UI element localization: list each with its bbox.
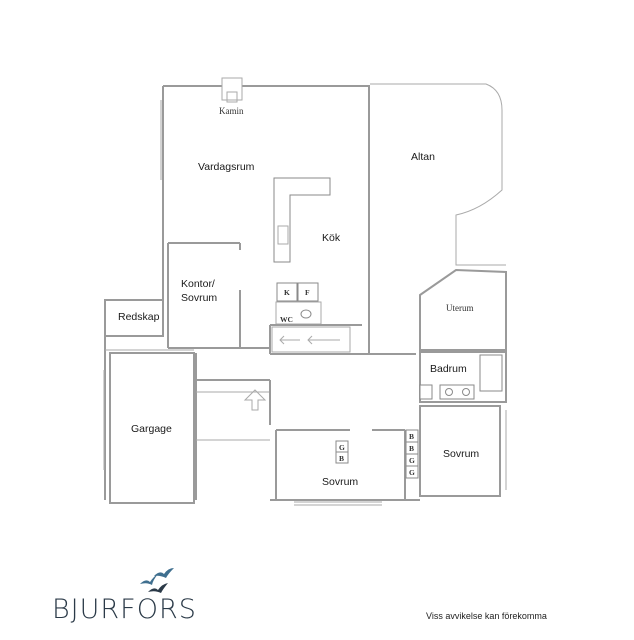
birds-logo-icon [140, 568, 174, 593]
room-label-sovrum-right: Sovrum [443, 448, 479, 460]
fixture-label-g-stack-3: G [409, 456, 415, 465]
room-label-gargage: Gargage [131, 423, 172, 435]
room-label-kontor-sovrum: Sovrum [181, 292, 217, 304]
room-label-kontor: Kontor/ [181, 278, 215, 290]
fixture-label-k: K [284, 288, 290, 297]
room-label-badrum: Badrum [430, 363, 467, 375]
room-label-redskap: Redskap [118, 311, 160, 323]
room-label-kamin: Kamin [219, 106, 244, 116]
disclaimer-text: Viss avvikelse kan förekomma [426, 611, 547, 621]
brand-name: BJURFORS [52, 594, 197, 625]
fixture-label-b-stack-1: B [409, 432, 414, 441]
room-label-uterum: Uterum [446, 303, 474, 313]
room-label-sovrum-bottom: Sovrum [322, 476, 358, 488]
fixture-label-g-stack-4: G [409, 468, 415, 477]
walls [103, 77, 507, 506]
fixture-label-wc: WC [280, 315, 293, 324]
room-label-vardagsrum: Vardagsrum [198, 161, 255, 173]
fixture-label-b-stack-2: B [409, 444, 414, 453]
fixture-label-b: B [339, 454, 344, 463]
fixture-label-f: F [305, 288, 310, 297]
room-label-kok: Kök [322, 232, 341, 244]
fixture-label-g: G [339, 443, 345, 452]
room-label-altan: Altan [411, 151, 435, 163]
